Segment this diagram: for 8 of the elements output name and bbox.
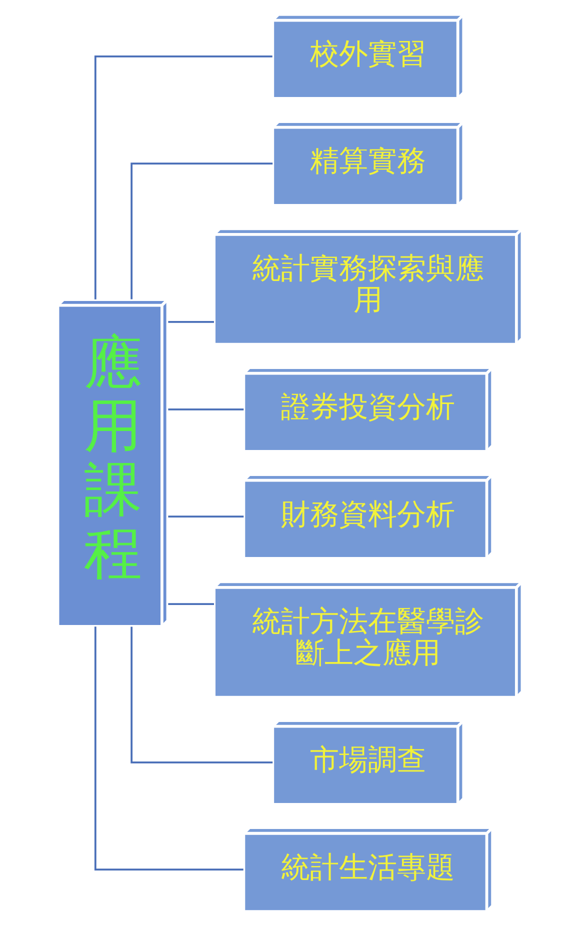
connector — [130, 162, 273, 300]
connector — [168, 321, 214, 323]
connector — [94, 626, 244, 870]
connector — [94, 56, 272, 300]
connector — [168, 408, 244, 410]
connector — [168, 516, 244, 518]
connector — [168, 603, 214, 605]
connector — [130, 626, 273, 764]
